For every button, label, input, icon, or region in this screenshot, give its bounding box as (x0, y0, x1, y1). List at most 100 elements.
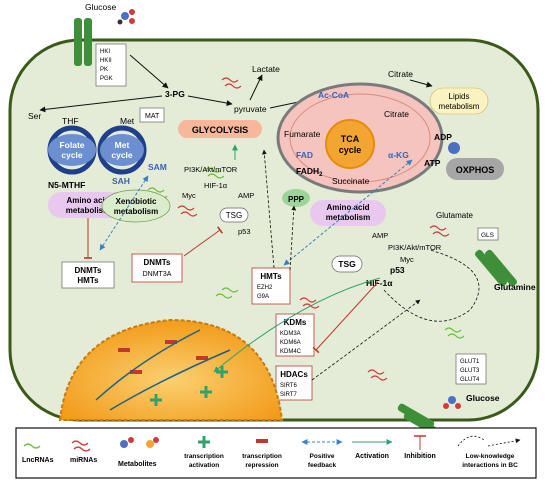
pi3k-right-label: PI3K/Akt/mTOR (388, 243, 442, 252)
myc-left-label: Myc (182, 191, 196, 200)
amp-left-label: AMP (238, 191, 254, 200)
tsg-left-label: TSG (226, 211, 242, 220)
legend-lncrnas: LncRNAs (22, 457, 54, 464)
legend-repression-tx-2: repression (245, 462, 278, 469)
hdacs-label-3: SIRT7 (280, 392, 298, 398)
amino-acid-mid-label-1: Amino acid (326, 203, 369, 212)
dnmts-hmts-box (61, 261, 115, 289)
mat-box (139, 107, 165, 123)
amp-right-label: AMP (372, 231, 388, 240)
hdacs-box (275, 365, 313, 401)
ppp-label: PPP (288, 195, 305, 204)
sah-label: SAH (112, 176, 130, 186)
mat-label: MAT (145, 113, 160, 120)
enzymes-box (95, 43, 127, 87)
oxphos-label: OXPHOS (456, 165, 495, 175)
activation-tx-legend-icon (198, 436, 210, 448)
atp-label: ATP (424, 158, 441, 168)
low-knowledge-loop (383, 249, 480, 322)
hif-right-label: HIF-1α (366, 278, 393, 288)
lncrna-legend-icon (23, 443, 41, 449)
repression-marks (118, 340, 208, 374)
legend-mirnas: miRNAs (70, 457, 97, 464)
gls-label: GLS (481, 232, 495, 239)
legend-feedback-2: feedback (308, 462, 337, 469)
oxphos-box (446, 158, 504, 180)
n5-mthf-label: N5-MTHF (48, 180, 85, 190)
tca-label-2: cycle (339, 145, 362, 155)
amino-acid-mid-label-2: metabolism (326, 213, 370, 222)
hdacs-label-1: HDACs (280, 370, 308, 379)
three-pg-label: 3-PG (165, 89, 185, 99)
legend-low-knowledge-1: Low-knowledge (466, 453, 515, 460)
myc-right-label: Myc (400, 255, 414, 264)
adp-label: ADP (434, 132, 452, 142)
enzyme-hkii: HKII (100, 58, 112, 64)
p53-left-label: p53 (238, 227, 251, 236)
hmts-label-3: G9A (257, 294, 269, 300)
lactate-label: Lactate (252, 64, 280, 74)
dnmts-label-1: DNMTs (144, 258, 172, 267)
ser-label: Ser (28, 111, 41, 121)
sam-label: SAM (148, 162, 167, 172)
glycolysis-label: GLYCOLYSIS (192, 125, 248, 135)
fumarate-label: Fumarate (284, 129, 321, 139)
low-knowledge-hmts-ppp (289, 205, 297, 271)
dnmts-hmts-label-2: HMTs (77, 276, 99, 285)
low-knowledge-hdacs (311, 299, 421, 381)
citrate-out-label: Citrate (388, 69, 413, 79)
succinate-label: Succinate (332, 176, 370, 186)
citrate-in-label: Citrate (384, 109, 409, 119)
glut3-label: GLUT3 (460, 368, 480, 374)
enzyme-pk: PK (100, 67, 108, 73)
glut-box (455, 353, 487, 385)
inhibition-hif-kdms (312, 281, 379, 354)
nucleus (58, 318, 284, 421)
folate-cycle-label-2: cycle (61, 150, 83, 160)
xenobiotic-label-2: metabolism (114, 207, 158, 216)
metabolites-legend-icon (120, 437, 159, 448)
glucose-top-label: Glucose (85, 2, 116, 12)
repression-tx-legend-icon (256, 439, 268, 443)
folate-cycle-label-1: Folate (59, 140, 84, 150)
hmts-box (251, 267, 291, 305)
hmts-label-2: EZH2 (257, 285, 273, 291)
legend-low-knowledge-2: interactions in BC (462, 462, 518, 469)
amino-acid-left-label-1: Amino acid (66, 196, 109, 205)
legend-activation-tx-2: activation (189, 462, 219, 469)
legend-activation-tx-1: transcription (184, 453, 224, 460)
p53-right-label: p53 (390, 265, 405, 275)
tca-cycle-node (325, 119, 375, 169)
glut1-label: GLUT1 (460, 359, 480, 365)
dnmts-hmts-label-1: DNMTs (75, 266, 103, 275)
tsg-left-box (219, 207, 249, 223)
enzyme-hki: HKI (100, 49, 110, 55)
metabolite-icon (117, 9, 135, 25)
enzyme-pgk: PGK (100, 76, 113, 82)
tsg-right-label: TSG (338, 259, 356, 269)
dna-strands (95, 329, 231, 411)
glutamine-transporter (475, 249, 517, 287)
legend-metabolites: Metabolites (118, 461, 157, 468)
thf-label: THF (62, 116, 79, 126)
tsg-right-box (331, 255, 363, 273)
met-label: Met (120, 116, 135, 126)
legend-activation: Activation (355, 453, 389, 460)
pi3k-left-label: PI3K/Akt/mTOR (184, 165, 238, 174)
xenobiotic-label-1: Xenobiotic (116, 197, 157, 206)
glutamate-label: Glutamate (436, 211, 473, 220)
glutamine-label: Glutamine (494, 282, 536, 292)
kdms-label-4: KDM4C (280, 349, 302, 355)
pyruvate-label: pyruvate (234, 104, 267, 114)
fad-label: FAD (296, 150, 313, 160)
glut4-label: GLUT4 (460, 377, 480, 383)
glycolysis-box (178, 120, 262, 138)
metabolite-icon-bottom (443, 396, 461, 409)
legend-box (15, 427, 537, 479)
feedback-akg-hmts (283, 159, 413, 266)
hif-left-label: HIF-1α (204, 181, 228, 190)
folate-cycle-node (48, 134, 96, 166)
amino-acid-left-label-2: metabolism (66, 206, 110, 215)
dnmts-label-2: DNMT3A (143, 271, 172, 278)
